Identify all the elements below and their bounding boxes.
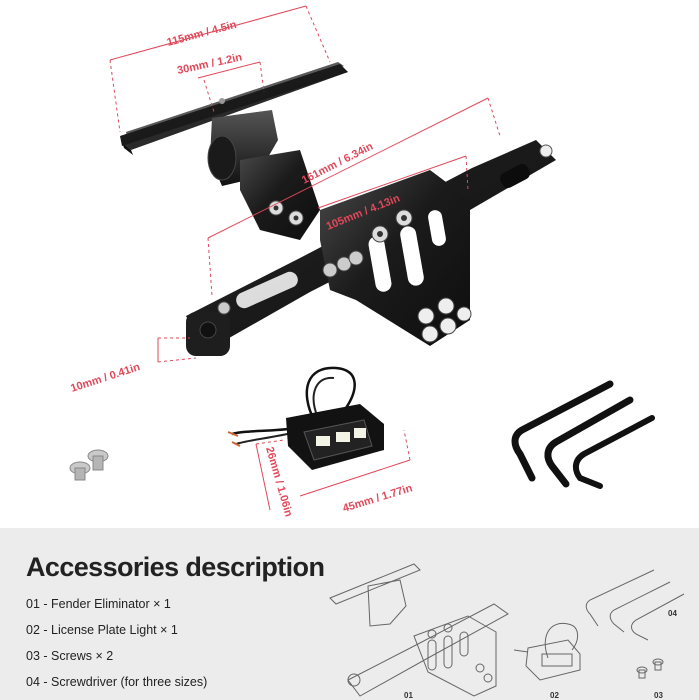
dim-light-width: 45mm / 1.77in xyxy=(341,482,414,515)
label-04: 04 xyxy=(668,609,677,618)
dim-arm-length: 161mm / 6.34in xyxy=(300,140,375,186)
dim-top-width: 115mm / 4.5in xyxy=(166,19,238,49)
label-03: 03 xyxy=(654,691,663,700)
accessories-line-art: 01 02 04 03 xyxy=(329,563,685,700)
dim-thickness: 10mm / 0.41in xyxy=(69,361,142,395)
accessories-title: Accessories description xyxy=(26,552,325,582)
bracket-neck xyxy=(207,110,320,240)
label-02: 02 xyxy=(550,691,559,700)
license-plate-light xyxy=(227,366,384,470)
dim-light-height: 26mm / 1.06in xyxy=(263,446,294,519)
dimension-lines xyxy=(109,5,501,511)
plate-light-outline: 02 xyxy=(513,622,581,700)
screws xyxy=(69,449,109,481)
accessory-item-screwdriver: 04 - Screwdriver (for three sizes) xyxy=(26,675,208,689)
accessory-item-plate-light: 02 - License Plate Light × 1 xyxy=(26,623,178,637)
accessories-panel xyxy=(0,528,699,700)
accessory-item-fender-eliminator: 01 - Fender Eliminator × 1 xyxy=(26,597,171,611)
dim-slot-width: 30mm / 1.2in xyxy=(176,51,243,77)
plate-frame xyxy=(320,170,472,346)
screws-outline: 03 xyxy=(636,658,664,700)
hex-keys xyxy=(511,380,655,489)
hex-keys-outline: 04 xyxy=(585,569,685,641)
top-mount-bar xyxy=(120,62,348,155)
accessory-item-screws: 03 - Screws × 2 xyxy=(26,649,114,663)
product-photo: 115mm / 4.5in 30mm / 1.2in 161mm / 6.34i… xyxy=(69,5,655,519)
fender-eliminator-outline: 01 xyxy=(329,563,509,700)
label-01: 01 xyxy=(404,691,413,700)
